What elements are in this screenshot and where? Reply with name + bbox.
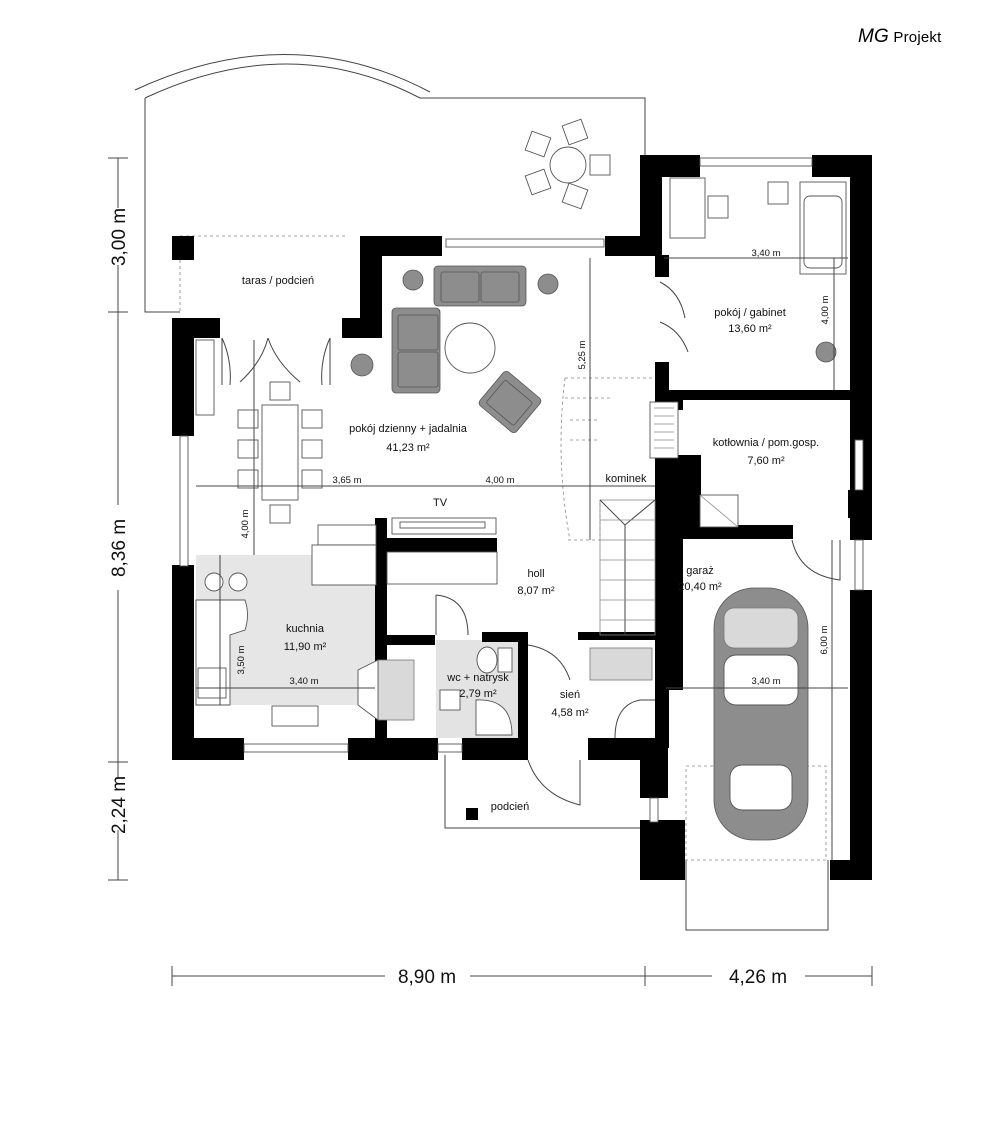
porch-label: podcień	[491, 801, 530, 813]
logo-word: Projekt	[893, 29, 942, 46]
fireplace	[649, 401, 679, 459]
dim-garage-width: 3,40 m	[751, 676, 780, 687]
logo-initials: MG	[858, 26, 890, 47]
boiler-area: 7,60 m²	[747, 455, 785, 467]
vestibule-label: sień	[560, 689, 580, 701]
kitchen-counter	[311, 544, 377, 586]
coffee-table	[444, 322, 496, 374]
wc-label: wc + natrysk	[446, 672, 509, 684]
wc-area: 2,79 m²	[459, 688, 497, 700]
porch-column	[466, 808, 478, 820]
tv-screen	[399, 521, 486, 529]
plants	[350, 269, 837, 377]
dim-bottom-right: 4,26 m	[729, 967, 787, 988]
study-furniture	[669, 177, 847, 528]
dim-kitchen-depth: 3,50 m	[236, 645, 247, 674]
tv-label: TV	[433, 497, 448, 509]
windows	[179, 157, 864, 823]
fireplace-label: kominek	[606, 473, 647, 485]
study-area: 13,60 m²	[728, 323, 772, 335]
boiler-label: kotłownia / pom.gosp.	[713, 437, 819, 449]
garage-area: 20,40 m²	[678, 581, 722, 593]
hall-area: 8,07 m²	[517, 585, 555, 597]
sofa-top	[433, 265, 527, 307]
hall-cabinet	[386, 551, 498, 585]
tv-cabinet	[317, 524, 377, 546]
car	[713, 587, 809, 841]
garage-door-outline	[685, 765, 827, 861]
dim-living-depth: 5,25 m	[577, 340, 588, 369]
study-label: pokój / gabinet	[714, 307, 786, 319]
terrace-table	[524, 118, 611, 210]
wc-fittings	[439, 646, 513, 736]
staircase	[560, 377, 656, 681]
dining-table	[195, 339, 323, 524]
dim-dining-width: 3,65 m	[332, 475, 361, 486]
hall-label: holl	[527, 568, 544, 580]
dim-study-depth: 4,00 m	[820, 295, 831, 324]
dim-left-bottom: 2,24 m	[109, 776, 130, 834]
garage-apron	[685, 860, 829, 931]
porch-outline	[444, 755, 645, 829]
outer-dimension-lines	[108, 157, 873, 986]
terrace-label: taras / podcień	[242, 275, 314, 287]
brand-logo: MG Projekt	[858, 26, 941, 48]
doors	[221, 281, 841, 806]
dim-left-middle: 8,36 m	[109, 519, 130, 577]
kitchen-fittings	[195, 572, 415, 727]
dim-bottom-left: 8,90 m	[398, 967, 456, 988]
dim-left-top: 3,00 m	[109, 208, 130, 266]
dim-study-width: 3,40 m	[751, 248, 780, 259]
inner-dimension-lines	[196, 257, 848, 860]
vestibule-area: 4,58 m²	[551, 707, 589, 719]
sofa-left	[391, 307, 441, 394]
armchair	[478, 370, 542, 434]
walls	[172, 155, 872, 880]
kitchen-label: kuchnia	[286, 623, 325, 635]
living-area: 41,23 m²	[386, 442, 430, 454]
kitchen-area: 11,90 m²	[284, 641, 327, 653]
dim-dining-depth: 4,00 m	[240, 509, 251, 538]
dim-living-width: 4,00 m	[485, 475, 514, 486]
garage-label: garaż	[686, 565, 714, 577]
dim-garage-depth: 6,00 m	[819, 625, 830, 654]
living-label: pokój dzienny + jadalnia	[349, 423, 468, 435]
dim-kitchen-width: 3,40 m	[289, 676, 318, 687]
